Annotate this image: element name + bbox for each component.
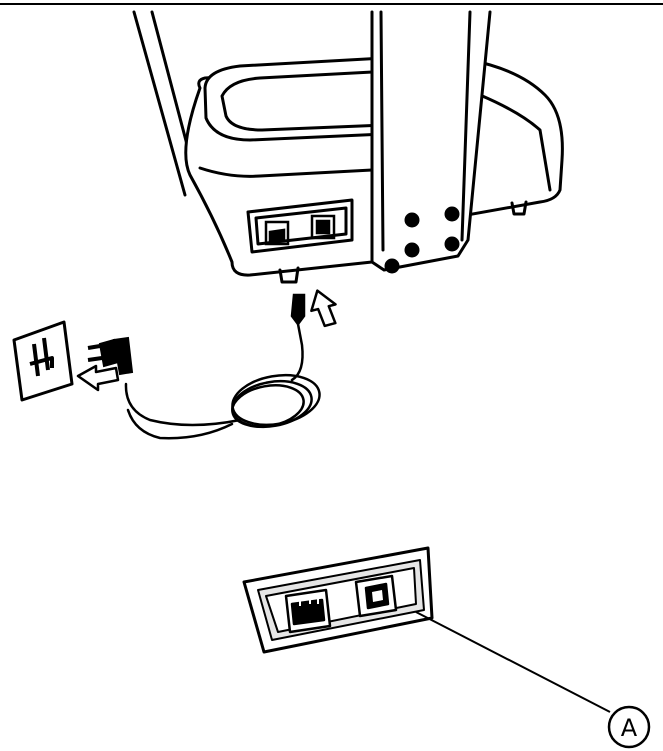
arrow-up-icon <box>307 287 340 328</box>
zoomed-panel <box>244 548 432 652</box>
power-inlet-icon <box>286 590 330 632</box>
callout-a: A <box>609 707 649 747</box>
wall-socket-icon <box>14 322 72 400</box>
machine-base <box>134 12 562 282</box>
power-switch-icon <box>356 576 396 616</box>
power-cord <box>126 295 324 438</box>
arrow-left-icon <box>78 366 118 390</box>
callout-leader <box>416 612 610 712</box>
callout-a-label: A <box>621 714 638 742</box>
